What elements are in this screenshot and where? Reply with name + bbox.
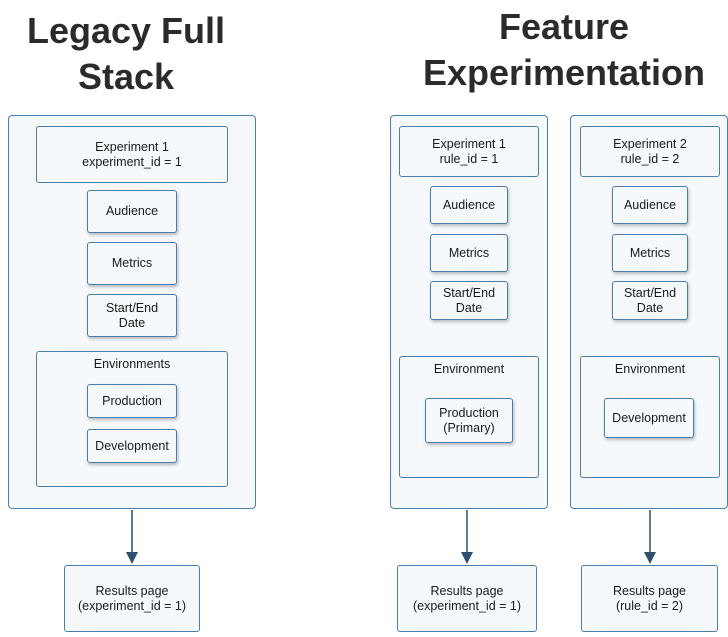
feature-exp1-results-id: (experiment_id = 1) bbox=[412, 598, 522, 613]
feature-exp2-audience-label: Audience bbox=[623, 197, 677, 212]
legacy-audience-label: Audience bbox=[105, 204, 159, 218]
legacy-environments-label: Environments bbox=[93, 357, 171, 371]
feature-exp1-environment-label: Environment bbox=[433, 362, 505, 376]
legacy-results-id: (experiment_id = 1) bbox=[77, 598, 187, 613]
feature-exp2-date-box: Start/End Date bbox=[612, 281, 688, 320]
feature-exp2-rule-id: rule_id = 2 bbox=[620, 151, 680, 166]
feature-exp1-audience-box: Audience bbox=[430, 186, 508, 224]
feature-title: Feature Experimentation bbox=[400, 4, 728, 96]
feature-exp2-audience-box: Audience bbox=[612, 186, 688, 224]
legacy-metrics-box: Metrics bbox=[87, 242, 177, 285]
legacy-environments-box bbox=[36, 351, 228, 487]
feature-exp2-metrics-label: Metrics bbox=[629, 245, 671, 260]
legacy-title-line1: Legacy Full bbox=[26, 10, 226, 51]
legacy-title: Legacy Full Stack bbox=[0, 8, 252, 100]
feature-exp1-production-box: Production (Primary) bbox=[425, 398, 513, 443]
legacy-experiment-id: experiment_id = 1 bbox=[82, 154, 182, 169]
feature-exp1-date-line1: Start/End bbox=[442, 285, 496, 300]
legacy-date-line1: Start/End bbox=[105, 300, 159, 315]
feature-exp1-experiment-name: Experiment 1 bbox=[432, 136, 506, 151]
feature-exp2-development-box: Development bbox=[604, 398, 694, 438]
legacy-development-label: Development bbox=[95, 438, 169, 453]
legacy-production-box: Production bbox=[87, 384, 177, 418]
legacy-results-box: Results page (experiment_id = 1) bbox=[64, 565, 200, 632]
legacy-metrics-label: Metrics bbox=[111, 256, 153, 270]
feature-exp1-audience-label: Audience bbox=[442, 197, 496, 212]
feature-exp2-results-id: (rule_id = 2) bbox=[615, 598, 684, 613]
legacy-title-line2: Stack bbox=[77, 56, 175, 97]
feature-title-line1: Feature bbox=[498, 6, 630, 47]
legacy-experiment-name: Experiment 1 bbox=[95, 139, 169, 154]
feature-exp2-experiment-box: Experiment 2 rule_id = 2 bbox=[580, 126, 720, 177]
legacy-date-line2: Date bbox=[118, 315, 146, 330]
feature-exp1-metrics-box: Metrics bbox=[430, 234, 508, 272]
feature-exp2-experiment-name: Experiment 2 bbox=[613, 136, 687, 151]
feature-exp1-date-box: Start/End Date bbox=[430, 281, 508, 320]
feature-exp1-results-title: Results page bbox=[430, 583, 504, 598]
feature-exp1-production-line2: (Primary) bbox=[443, 420, 495, 435]
legacy-experiment-box: Experiment 1 experiment_id = 1 bbox=[36, 126, 228, 183]
feature-exp1-date-line2: Date bbox=[455, 300, 483, 315]
feature-exp2-metrics-box: Metrics bbox=[612, 234, 688, 272]
feature-exp1-results-box: Results page (experiment_id = 1) bbox=[397, 565, 537, 632]
legacy-results-title: Results page bbox=[95, 583, 169, 598]
legacy-development-box: Development bbox=[87, 429, 177, 463]
feature-exp2-results-box: Results page (rule_id = 2) bbox=[581, 565, 718, 632]
legacy-audience-box: Audience bbox=[87, 190, 177, 233]
feature-exp2-environment-label: Environment bbox=[614, 362, 686, 376]
feature-exp1-metrics-label: Metrics bbox=[448, 245, 490, 260]
feature-exp2-results-title: Results page bbox=[613, 583, 686, 598]
feature-exp2-date-line1: Start/End bbox=[623, 285, 677, 300]
feature-exp1-rule-id: rule_id = 1 bbox=[439, 151, 499, 166]
feature-exp1-experiment-box: Experiment 1 rule_id = 1 bbox=[399, 126, 539, 177]
feature-exp2-development-label: Development bbox=[612, 410, 686, 425]
feature-exp2-date-line2: Date bbox=[636, 300, 664, 315]
legacy-production-label: Production bbox=[102, 393, 162, 408]
legacy-date-box: Start/End Date bbox=[87, 294, 177, 337]
feature-title-line2: Experimentation bbox=[422, 52, 706, 93]
feature-exp1-production-line1: Production bbox=[439, 405, 499, 420]
